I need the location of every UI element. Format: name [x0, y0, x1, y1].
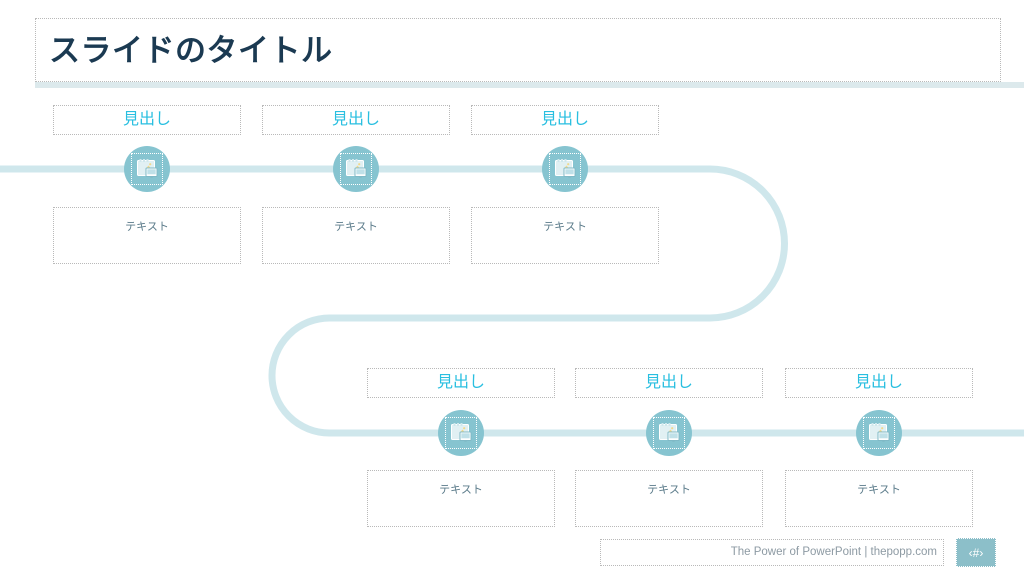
step-1-body-box[interactable]: テキスト — [53, 207, 241, 264]
step-6-body-label: テキスト — [857, 484, 901, 496]
step-4-icon-circle[interactable] — [438, 410, 484, 456]
step-5-body-label: テキスト — [647, 484, 691, 496]
step-6-icon-circle[interactable] — [856, 410, 902, 456]
step-2-heading-box[interactable]: 見出し — [262, 105, 450, 135]
step-2-body-label: テキスト — [334, 221, 378, 233]
step-3-heading-label: 見出し — [540, 111, 589, 128]
step-6-heading-box[interactable]: 見出し — [785, 368, 973, 398]
slide-number-placeholder[interactable]: ‹#› — [956, 538, 996, 567]
step-5-heading-box[interactable]: 見出し — [575, 368, 763, 398]
picture-placeholder-icon — [445, 417, 477, 449]
picture-placeholder-icon — [863, 417, 895, 449]
step-1-body-label: テキスト — [125, 221, 169, 233]
picture-placeholder-icon — [131, 153, 163, 185]
slide-title-placeholder[interactable]: スライドのタイトル — [35, 18, 1001, 82]
title-divider-bar — [35, 82, 1024, 88]
step-5-icon-circle[interactable] — [646, 410, 692, 456]
step-2-icon-circle[interactable] — [333, 146, 379, 192]
step-3-body-label: テキスト — [543, 221, 587, 233]
picture-placeholder-icon — [653, 417, 685, 449]
footer-text: The Power of PowerPoint | thepopp.com — [730, 545, 937, 558]
step-3-icon-circle[interactable] — [542, 146, 588, 192]
step-4-heading-label: 見出し — [436, 374, 485, 391]
step-3-heading-box[interactable]: 見出し — [471, 105, 659, 135]
step-1-icon-circle[interactable] — [124, 146, 170, 192]
step-2-heading-label: 見出し — [331, 111, 380, 128]
step-4-body-box[interactable]: テキスト — [367, 470, 555, 527]
step-5-body-box[interactable]: テキスト — [575, 470, 763, 527]
footer-placeholder[interactable]: The Power of PowerPoint | thepopp.com — [600, 539, 944, 566]
step-5-heading-label: 見出し — [644, 374, 693, 391]
picture-placeholder-icon — [549, 153, 581, 185]
page-title: スライドのタイトル — [49, 32, 333, 68]
step-3-body-box[interactable]: テキスト — [471, 207, 659, 264]
step-6-body-box[interactable]: テキスト — [785, 470, 973, 527]
step-6-heading-label: 見出し — [854, 374, 903, 391]
step-2-body-box[interactable]: テキスト — [262, 207, 450, 264]
picture-placeholder-icon — [340, 153, 372, 185]
step-1-heading-box[interactable]: 見出し — [53, 105, 241, 135]
step-4-heading-box[interactable]: 見出し — [367, 368, 555, 398]
slide-number-text: ‹#› — [968, 545, 984, 560]
step-1-heading-label: 見出し — [122, 111, 171, 128]
step-4-body-label: テキスト — [439, 484, 483, 496]
